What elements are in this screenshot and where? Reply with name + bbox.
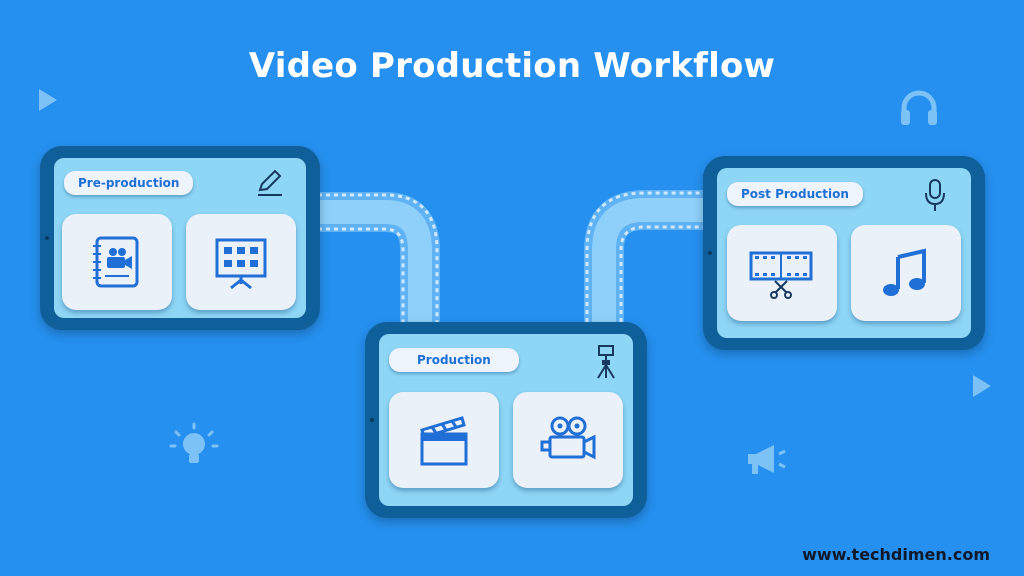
microphone-icon [925, 179, 945, 211]
tile-music [851, 225, 961, 321]
clapperboard-icon [420, 416, 468, 466]
tablet-camera [708, 251, 712, 255]
tile-storyboard [186, 214, 296, 310]
tablet-screen: Pre-production [54, 158, 306, 318]
stage-label: Production [389, 348, 519, 372]
lightbulb-icon [169, 422, 219, 463]
page-title: Video Production Workflow [248, 46, 776, 86]
stage-production: Production [365, 322, 647, 518]
tablet-camera [370, 418, 374, 422]
script-storyboard-icon [93, 236, 139, 288]
pencil-icon [258, 169, 282, 196]
play-icon [39, 89, 57, 111]
tablet-screen: Post Production [717, 168, 971, 338]
tile-script [62, 214, 172, 310]
tile-video-camera [513, 392, 623, 488]
film-strip-left [318, 192, 440, 322]
tablet-camera [45, 236, 49, 240]
website-url: www.techdimen.com [802, 545, 990, 564]
megaphone-icon [748, 445, 786, 474]
tile-clapperboard [389, 392, 499, 488]
stage-label: Pre-production [64, 171, 194, 195]
headphones-icon [901, 90, 937, 125]
stage-post-production: Post Production [703, 156, 985, 350]
video-camera-icon [540, 416, 596, 460]
film-strip-right [584, 190, 710, 322]
camera-tripod-icon [597, 345, 615, 379]
film-cut-icon [749, 251, 813, 299]
stage-label: Post Production [727, 182, 863, 206]
stage-pre-production: Pre-production [40, 146, 320, 330]
storyboard-board-icon [215, 238, 267, 290]
tile-film-cut [727, 225, 837, 321]
tablet-screen: Production [379, 334, 633, 506]
music-note-icon [883, 248, 926, 296]
play-icon [973, 375, 991, 397]
